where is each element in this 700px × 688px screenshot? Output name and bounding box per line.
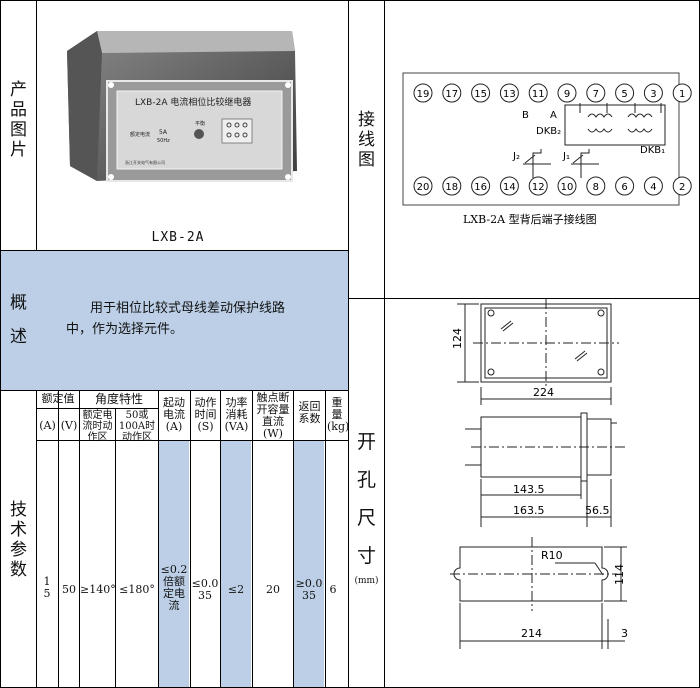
product-model: LXB-2A xyxy=(151,230,205,245)
terminal-top-label-15: 15 xyxy=(474,89,487,100)
svg-text:114: 114 xyxy=(613,564,626,585)
value-weight: 6 xyxy=(329,583,337,596)
value-contact: 20 xyxy=(266,583,280,596)
svg-text:DKB₁: DKB₁ xyxy=(640,145,665,156)
terminal-bottom-circle-10 xyxy=(557,176,577,196)
terminal-bottom-label-12: 12 xyxy=(532,182,545,193)
terminal-bottom-label-2: 2 xyxy=(679,182,685,193)
terminal-bottom-circle-2 xyxy=(672,176,692,196)
value-power: ≤2 xyxy=(227,583,245,596)
svg-text:3: 3 xyxy=(621,627,628,640)
terminal-bottom-label-18: 18 xyxy=(445,182,458,193)
overview-text-2: 中，作为选择元件。 xyxy=(66,322,184,337)
svg-text:124: 124 xyxy=(451,328,464,349)
product-photo: LXB-2A 电流相位比较继电器 额定电流 5A 50Hz 平衡 浙江开关电气有… xyxy=(37,1,348,250)
terminal-bottom-label-20: 20 xyxy=(417,182,430,193)
terminal-top-circle-1 xyxy=(672,83,692,103)
bottom-terminals: 20 18 16 14 12 10 8 6 4 2 xyxy=(413,176,692,196)
value-time: ≤0.035 xyxy=(191,577,219,602)
terminal-top-circle-17 xyxy=(442,83,462,103)
header-a: (A) xyxy=(39,419,56,432)
label-cutout: 开孔尺寸 (mm) xyxy=(354,431,379,586)
terminal-bottom-label-6: 6 xyxy=(621,182,627,193)
svg-text:R10: R10 xyxy=(541,549,563,562)
header-start: 起动电流(A) xyxy=(163,396,185,433)
cutout-drawing: 124 224 143.5 163.5 56.5 R10 114 214 3 xyxy=(450,299,628,649)
header-angle2: 50或100A时动作区 xyxy=(118,410,156,443)
terminal-top-circle-19 xyxy=(413,83,433,103)
header-angle: 角度特性 xyxy=(94,392,143,406)
svg-text:平衡: 平衡 xyxy=(195,120,205,127)
wiring-caption: LXB-2A 型背后端子接线图 xyxy=(463,212,597,226)
terminal-bottom-circle-20 xyxy=(413,176,433,196)
terminal-bottom-circle-12 xyxy=(528,176,548,196)
svg-text:浙江开关电气有限公司: 浙江开关电气有限公司 xyxy=(125,159,165,165)
terminal-top-label-7: 7 xyxy=(593,89,599,100)
terminal-top-label-17: 17 xyxy=(445,89,458,100)
terminal-bottom-label-16: 16 xyxy=(474,182,487,193)
terminal-top-label-19: 19 xyxy=(417,89,430,100)
header-time: 动作时间(S) xyxy=(194,396,217,433)
value-start: ≤0.2倍额定电流 xyxy=(160,563,188,612)
value-a: 1 5 xyxy=(43,575,51,600)
terminal-top-label-9: 9 xyxy=(564,89,570,100)
svg-text:224: 224 xyxy=(533,386,554,399)
label-overview: 概述 xyxy=(10,293,27,347)
terminal-top-label-1: 1 xyxy=(679,89,685,100)
terminal-bottom-circle-16 xyxy=(471,176,491,196)
overview-text-1: 用于相位比较式母线差动保护线路 xyxy=(90,301,286,316)
value-angle1: ≥140° xyxy=(80,583,116,596)
terminal-top-label-5: 5 xyxy=(621,89,627,100)
label-product-image: 产品图片 xyxy=(10,80,27,160)
wiring-diagram: 19 17 15 13 11 9 7 5 3 1 20 18 16 14 12 10 8 6 4 2 B A DKB… xyxy=(402,72,692,226)
terminal-bottom-circle-6 xyxy=(615,176,635,196)
terminal-bottom-circle-14 xyxy=(499,176,519,196)
header-rated: 额定值 xyxy=(41,392,75,405)
device-title: LXB-2A 电流相位比较继电器 xyxy=(135,96,251,108)
svg-text:额定电流: 额定电流 xyxy=(130,131,150,138)
terminal-bottom-circle-8 xyxy=(586,176,606,196)
value-v: 50 xyxy=(62,583,76,596)
header-return: 返回系数 xyxy=(298,400,321,425)
svg-text:50Hz: 50Hz xyxy=(157,138,170,144)
terminal-top-circle-5 xyxy=(615,83,635,103)
header-contact: 触点断开容量直流(W) xyxy=(256,391,290,440)
terminal-top-circle-15 xyxy=(471,83,491,103)
svg-text:DKB₂: DKB₂ xyxy=(536,126,561,137)
svg-text:5A: 5A xyxy=(159,129,168,136)
value-return: ≥0.035 xyxy=(295,577,323,602)
header-weight: 重量(kg) xyxy=(327,396,350,433)
header-angle1: 额定电流时动作区 xyxy=(82,410,113,443)
terminal-top-label-11: 11 xyxy=(532,89,545,100)
svg-text:B: B xyxy=(522,110,529,121)
terminal-top-label-3: 3 xyxy=(650,89,656,100)
svg-text:J₂: J₂ xyxy=(512,151,520,162)
terminal-top-label-13: 13 xyxy=(503,89,516,100)
terminal-top-circle-11 xyxy=(528,83,548,103)
svg-text:214: 214 xyxy=(521,627,542,640)
terminal-bottom-label-8: 8 xyxy=(593,182,599,193)
svg-text:143.5: 143.5 xyxy=(513,483,545,496)
header-power: 功率消耗(VA) xyxy=(224,396,249,433)
terminal-bottom-circle-18 xyxy=(442,176,462,196)
header-v: (V) xyxy=(60,419,78,432)
terminal-bottom-circle-4 xyxy=(643,176,663,196)
terminal-bottom-label-14: 14 xyxy=(503,182,516,193)
label-tech-params: 技术参数 xyxy=(10,500,27,580)
terminal-top-circle-7 xyxy=(586,83,606,103)
label-wiring: 接线图 xyxy=(358,110,375,170)
terminal-top-circle-3 xyxy=(643,83,663,103)
svg-text:J₁: J₁ xyxy=(562,151,570,162)
terminal-bottom-label-4: 4 xyxy=(650,182,656,193)
terminal-bottom-label-10: 10 xyxy=(561,182,574,193)
svg-text:163.5: 163.5 xyxy=(513,504,545,517)
top-terminals: 19 17 15 13 11 9 7 5 3 1 xyxy=(413,83,692,103)
svg-text:56.5: 56.5 xyxy=(585,504,610,517)
terminal-top-circle-13 xyxy=(499,83,519,103)
value-angle2: ≤180° xyxy=(119,583,155,596)
terminal-top-circle-9 xyxy=(557,83,577,103)
svg-text:A: A xyxy=(550,110,557,121)
